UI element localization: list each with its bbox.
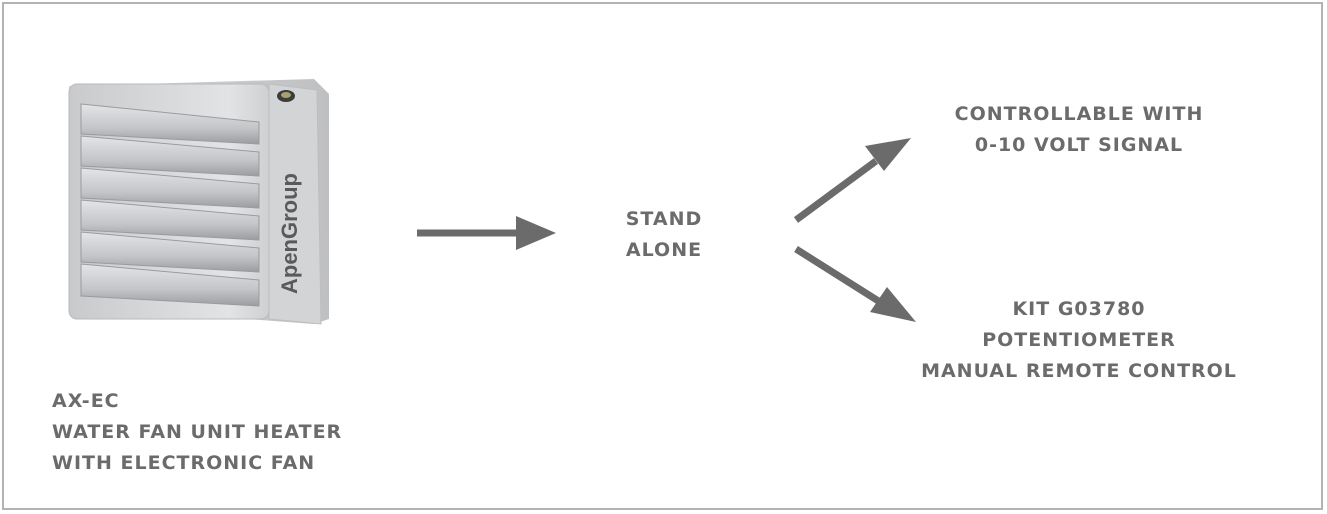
product-description-line1: WATER FAN UNIT HEATER	[52, 421, 343, 443]
flow-arrows	[417, 138, 916, 322]
stand-alone-label: STAND ALONE	[589, 204, 739, 266]
arrow-head-controllable	[865, 138, 911, 171]
brand-logo: ApenGroup	[277, 173, 302, 294]
kit-line2: POTENTIOMETER	[982, 329, 1176, 351]
stand-alone-line1: STAND	[625, 208, 703, 230]
kit-line3: MANUAL REMOTE CONTROL	[921, 360, 1237, 382]
arrow-head-kit	[870, 287, 916, 322]
arrow-to-kit	[794, 246, 882, 305]
kit-line1: KIT G03780	[1012, 298, 1146, 320]
controllable-line2: 0-10 VOLT SIGNAL	[974, 134, 1184, 156]
product-model: AX-EC	[52, 390, 120, 412]
unit-heater-image: ApenGroup	[68, 79, 329, 325]
controllable-label: CONTROLLABLE WITH 0-10 VOLT SIGNAL	[909, 99, 1249, 161]
product-description-line2: WITH ELECTRONIC FAN	[52, 452, 316, 474]
louvers	[80, 103, 260, 307]
kit-label: KIT G03780 POTENTIOMETER MANUAL REMOTE C…	[884, 294, 1274, 387]
arrow-to-controllable	[793, 158, 879, 223]
controllable-line1: CONTROLLABLE WITH	[954, 103, 1204, 125]
product-label: AX-EC WATER FAN UNIT HEATER WITH ELECTRO…	[52, 386, 342, 479]
stand-alone-line2: ALONE	[625, 239, 703, 261]
arrow-head-standalone	[516, 216, 556, 250]
